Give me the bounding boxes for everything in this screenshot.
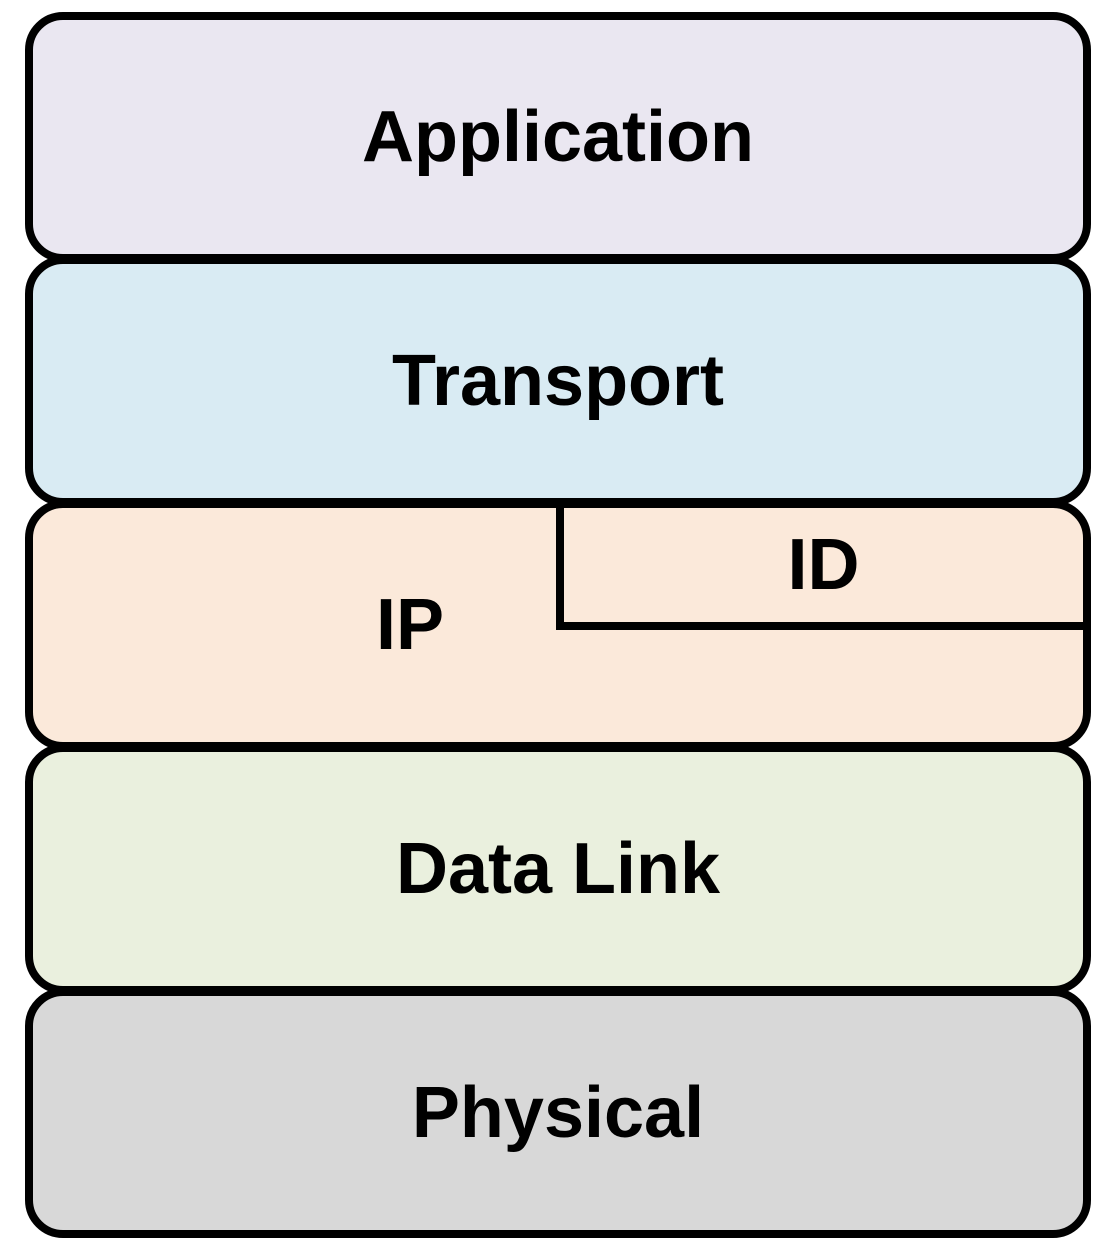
layer-physical-label: Physical bbox=[411, 1073, 705, 1153]
ip-label-area: IP bbox=[33, 508, 787, 742]
layer-physical: Physical bbox=[25, 988, 1091, 1238]
layer-data-link-label: Data Link bbox=[395, 829, 721, 909]
ip-id-sub-box: ID bbox=[556, 508, 1083, 630]
layer-application: Application bbox=[25, 12, 1091, 262]
layer-transport-label: Transport bbox=[391, 341, 725, 421]
layer-transport: Transport bbox=[25, 256, 1091, 506]
ip-id-sub-box-label: ID bbox=[787, 525, 860, 605]
layer-ip-label: IP bbox=[375, 585, 445, 665]
layer-ip: IP ID bbox=[25, 500, 1091, 750]
layer-application-label: Application bbox=[362, 97, 754, 177]
layer-data-link: Data Link bbox=[25, 744, 1091, 994]
